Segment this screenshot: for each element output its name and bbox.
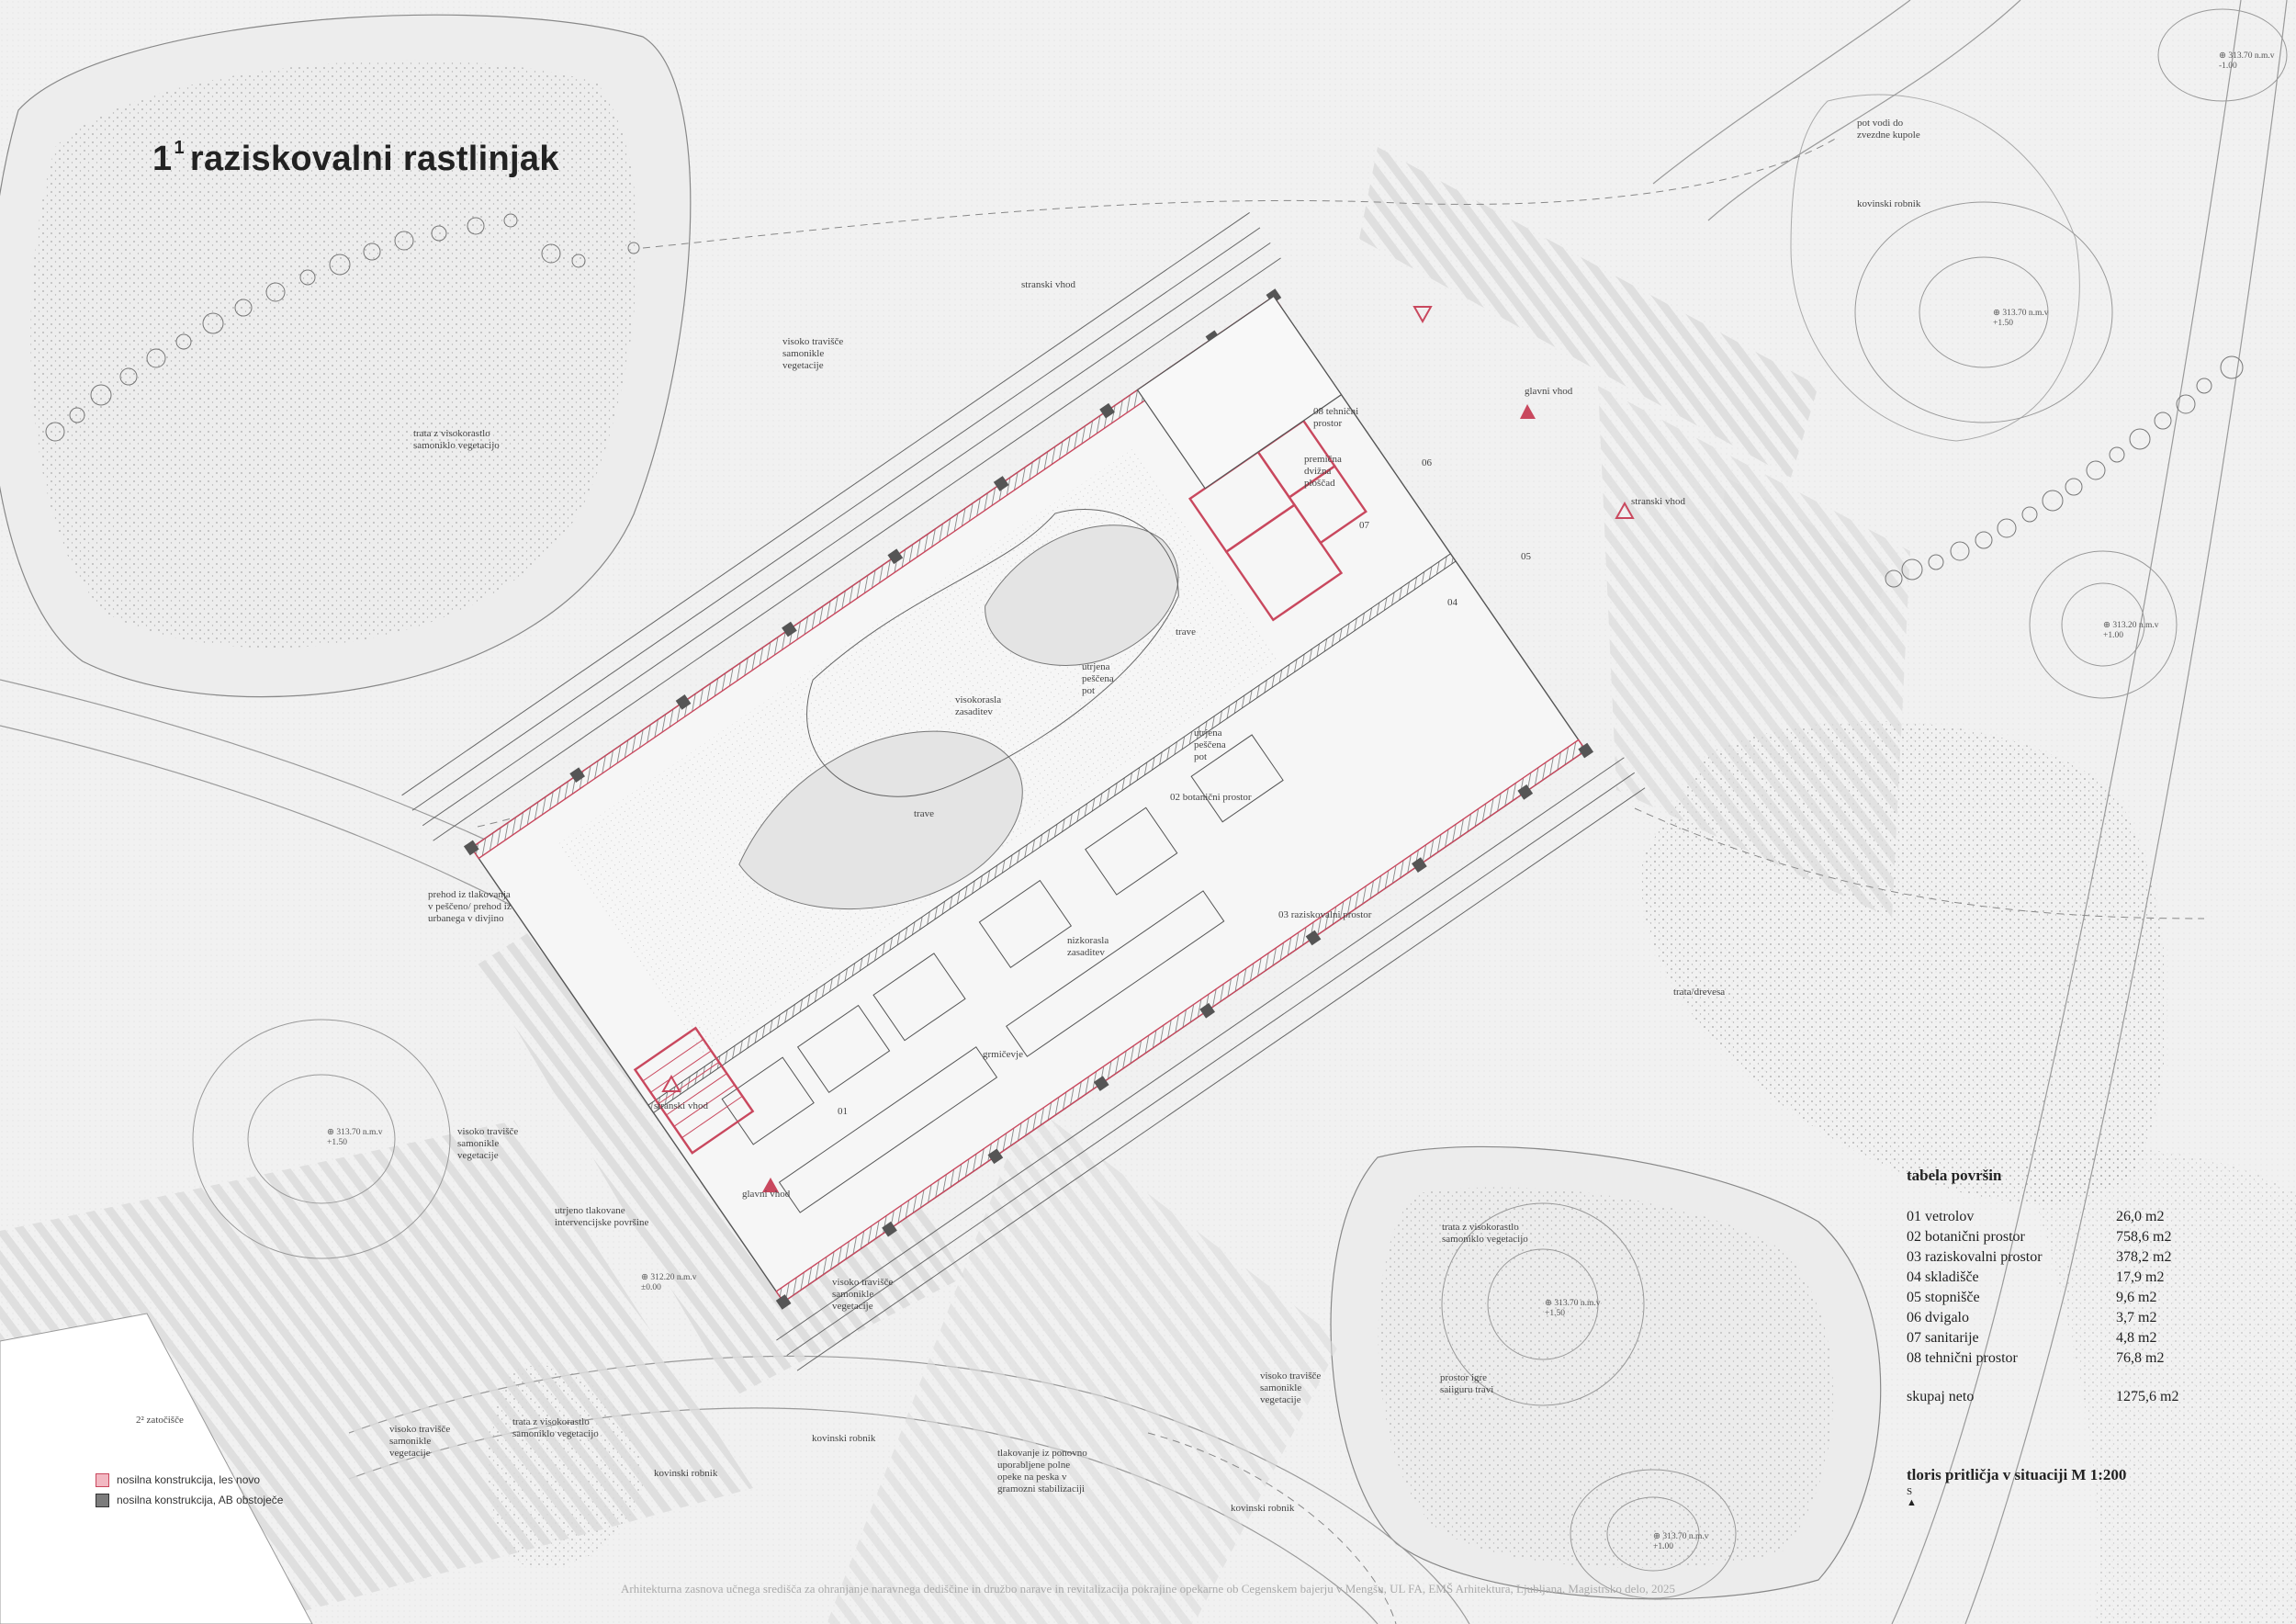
area-row-value: 17,9 m2 (2116, 1269, 2165, 1285)
label-vhod-1: stranski vhod (1021, 279, 1075, 290)
label-zatoc: 2² zatočišče (136, 1415, 184, 1426)
elevation-label: ⊕ 313.20 n.m.v +1.00 (2103, 621, 2159, 640)
elevation-label: ⊕ 313.70 n.m.v +1.50 (1545, 1299, 1601, 1318)
label-utrjena-1: utrjena peščena pot (1082, 661, 1114, 696)
area-table: tabela površin 01 vetrolov 26,0 m2 02 bota… (1907, 1167, 2182, 1407)
vegetation-areas (0, 14, 2296, 1624)
label-visoko-3: visoko travišče samonikle vegetacije (832, 1277, 894, 1312)
area-row-value: 76,8 m2 (2116, 1350, 2165, 1366)
footer-credit: Arhitekturna zasnova učnega središča za … (621, 1582, 1675, 1596)
label-botanicni: 02 botanični prostor (1170, 792, 1252, 803)
label-prehod-1: prehod iz tlakovanja v peščeno/ prehod i… (428, 889, 512, 924)
label-pot-zvezde: pot vodi do zvezdne kupole (1857, 118, 1920, 141)
label-utrjena-2: utrjena peščena pot (1194, 727, 1226, 762)
area-table-heading: tabela površin (1907, 1167, 2002, 1184)
area-row-name: 01 vetrolov (1907, 1209, 1975, 1224)
area-table-row: 02 botanični prostor 758,6 m2 (1907, 1227, 2182, 1247)
label-nizko: nizkorasla zasaditev (1067, 935, 1109, 958)
label-trave-2: trave (914, 808, 934, 819)
elevation-label: ⊕ 313.70 n.m.v +1.00 (1653, 1532, 1709, 1551)
area-row-name: 04 skladišče (1907, 1269, 1979, 1285)
room-tag: 04 (1447, 597, 1458, 608)
area-table-row: 06 dvigalo 3,7 m2 (1907, 1308, 2182, 1328)
plan-scale-title: tloris pritličja v situaciji M 1:200 (1907, 1466, 2127, 1483)
label-tiho: trata/drevesa (1673, 987, 1726, 998)
label-visoko-5: visoko travišče samonikle vegetacije (1260, 1370, 1322, 1405)
area-row-value: 758,6 m2 (2116, 1229, 2172, 1245)
label-vhod-4: stranski vhod (654, 1100, 708, 1111)
area-row-name: 08 tehnični prostor (1907, 1350, 2018, 1366)
label-visoko-1: visoko travišče samonikle vegetacije (782, 336, 844, 371)
room-tag: 01 (838, 1106, 848, 1117)
label-prostor-igre: prostor igre saiiguru travi (1440, 1372, 1494, 1395)
stepping-stones (45, 213, 2244, 588)
area-row-name: 02 botanični prostor (1907, 1229, 2025, 1245)
label-utrjeno: utrjeno tlakovane intervencijske površin… (555, 1205, 649, 1228)
area-row-value: 3,7 m2 (2116, 1310, 2157, 1325)
label-vhod-3: stranski vhod (1631, 496, 1685, 507)
label-visoko-2: visoko travišče samonikle vegetacije (457, 1126, 519, 1161)
elevation-label: ⊕ 313.70 n.m.v +1.50 (327, 1128, 383, 1147)
area-table-row: 08 tehnični prostor 76,8 m2 (1907, 1348, 2182, 1369)
label-kovinski-2: kovinski robnik (812, 1433, 876, 1444)
area-table-row: 07 sanitarije 4,8 m2 (1907, 1328, 2182, 1348)
area-row-value: 378,2 m2 (2116, 1249, 2172, 1265)
label-kovinski-3: kovinski robnik (654, 1468, 718, 1479)
area-row-name: 03 raziskovalni prostor (1907, 1249, 2043, 1265)
label-kovinski-4: kovinski robnik (1231, 1503, 1295, 1514)
area-row-value: 4,8 m2 (2116, 1330, 2157, 1346)
legend-item-concrete: nosilna konstrukcija, AB obstoječe (96, 1490, 283, 1510)
greenhouse-building (401, 211, 1646, 1371)
area-row-name: 06 dvigalo (1907, 1310, 1969, 1325)
label-trata-1: trata z visokorastlo samoniklo vegetacij… (413, 428, 500, 451)
room-tag: 05 (1521, 551, 1531, 562)
contour-lines (192, 8, 2288, 1599)
label-tehnicni: 08 tehnični prostor (1313, 406, 1359, 429)
area-row-value: 26,0 m2 (2116, 1209, 2165, 1224)
legend: nosilna konstrukcija, les novo nosilna k… (96, 1470, 283, 1510)
area-table-row: 04 skladišče 17,9 m2 (1907, 1268, 2182, 1288)
label-grmicevje: grmičevje (983, 1049, 1023, 1060)
label-kovinski-1: kovinski robnik (1857, 198, 1921, 209)
area-row-name: 05 stopnišče (1907, 1290, 1980, 1305)
label-visokorasla: visokorasla zasaditev (955, 694, 1002, 717)
label-trata-2: trata z visokorastlo samoniklo vegetacij… (512, 1416, 599, 1439)
legend-swatch-grey (96, 1493, 109, 1507)
area-table-total: skupaj neto 1275,6 m2 (1907, 1389, 2179, 1404)
area-table-row: 01 vetrolov 26,0 m2 (1907, 1207, 2182, 1227)
elevation-label: ⊕ 313.70 n.m.v +1.50 (1993, 309, 2049, 328)
legend-swatch-pink (96, 1472, 109, 1487)
room-tag: 07 (1359, 520, 1369, 531)
elevation-label: ⊕ 313.70 n.m.v -1.00 (2219, 51, 2275, 71)
label-visoko-4: visoko travišče samonikle vegetacije (389, 1424, 451, 1459)
area-table-row: 03 raziskovalni prostor 378,2 m2 (1907, 1247, 2182, 1268)
entrance-markers (661, 306, 1635, 1192)
legend-item-wood: nosilna konstrukcija, les novo (96, 1470, 283, 1490)
area-row-value: 9,6 m2 (2116, 1290, 2157, 1305)
label-vhod-5: glavni vhod (742, 1189, 791, 1200)
label-vhod-2: glavni vhod (1525, 386, 1573, 397)
area-table-row: 05 stopnišče 9,6 m2 (1907, 1288, 2182, 1308)
label-trata-3: trata z visokorastlo samoniklo vegetacij… (1442, 1222, 1528, 1245)
area-row-name: 07 sanitarije (1907, 1330, 1979, 1346)
label-premicna: premična dvižna ploščad (1304, 454, 1342, 489)
label-tlakovanje: tlakovanje iz ponovno uporabljene polne … (997, 1448, 1087, 1494)
label-trave-1: trave (1176, 626, 1196, 637)
label-raziskovalni: 03 raziskovalni prostor (1278, 909, 1372, 920)
north-arrow: S▲ (1907, 1486, 1917, 1508)
room-tag: 06 (1422, 457, 1432, 468)
elevation-label: ⊕ 312.20 n.m.v ±0.00 (641, 1273, 697, 1292)
